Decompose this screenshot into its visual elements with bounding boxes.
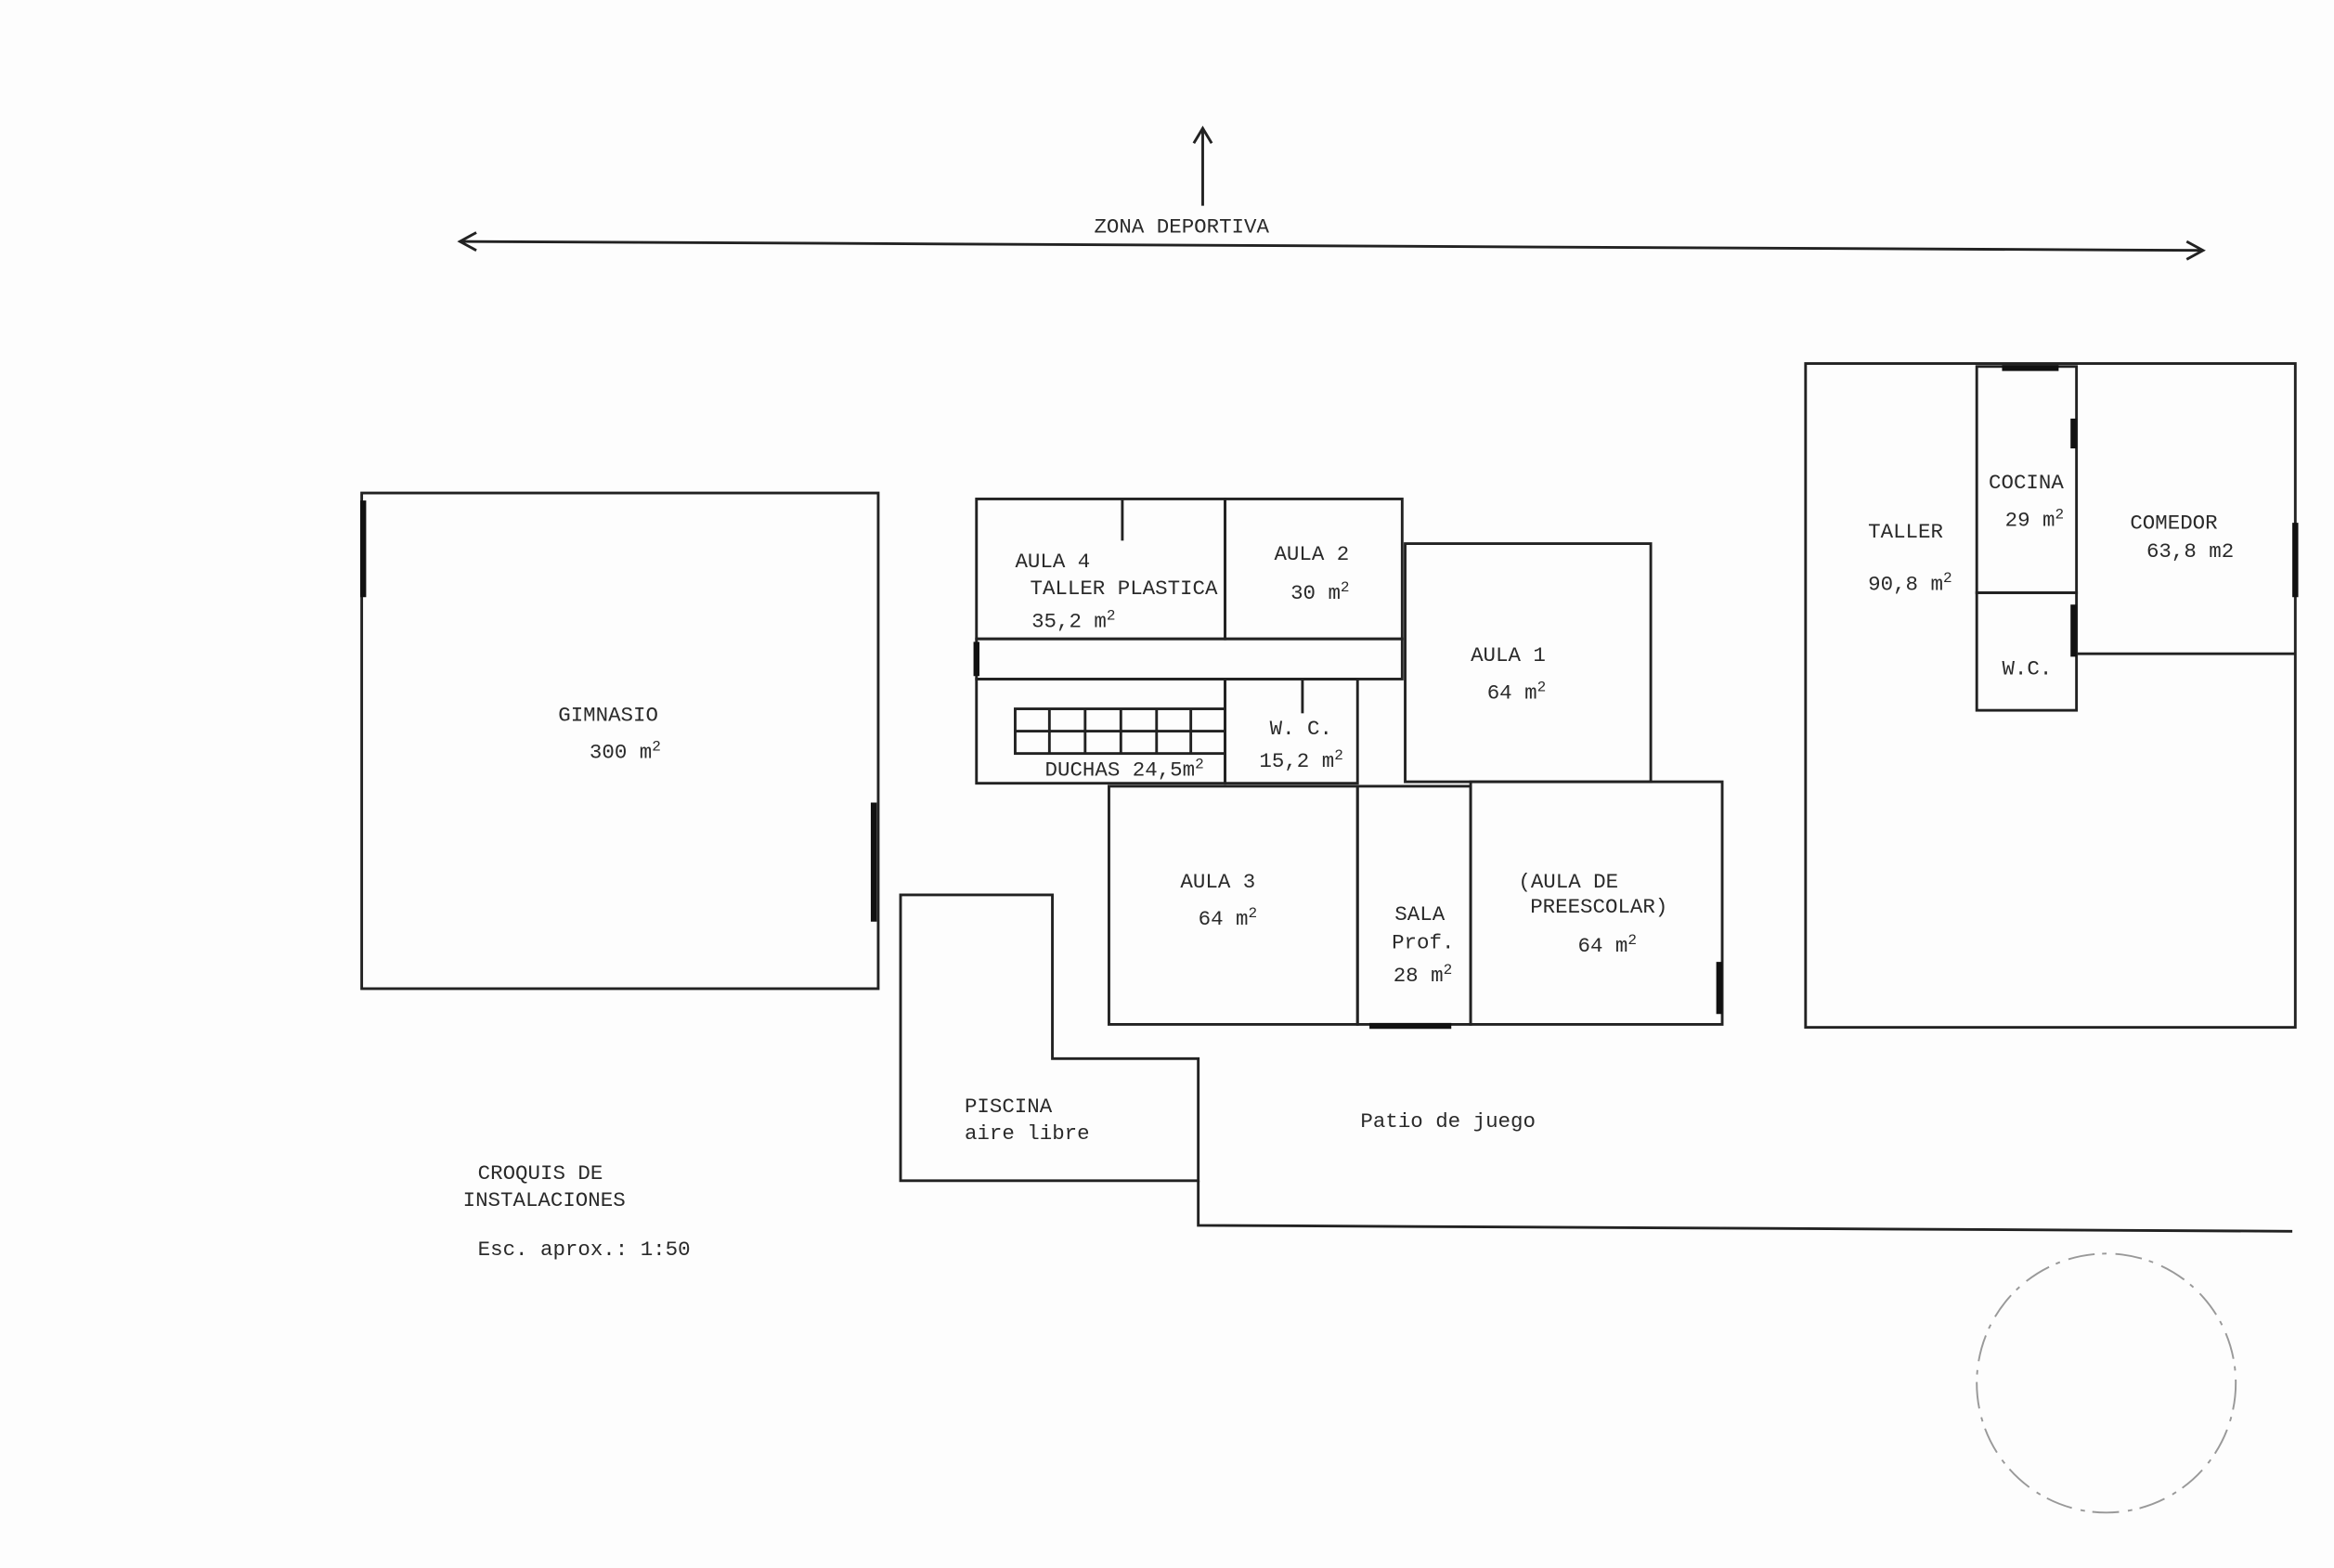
- aula-1-area: 64 m: [1487, 680, 1537, 705]
- svg-text:64 m2: 64 m2: [1199, 905, 1257, 931]
- wc-area: 15,2 m: [1259, 749, 1334, 773]
- preescolar-area: 64 m: [1578, 934, 1628, 958]
- corridor: [975, 637, 1404, 680]
- svg-text:28 m2: 28 m2: [1394, 962, 1452, 988]
- svg-text:35,2 m2: 35,2 m2: [1031, 607, 1115, 633]
- sala-sub: Prof.: [1392, 931, 1454, 955]
- comedor-area: 63,8 m2: [2146, 539, 2234, 564]
- preescolar-name: (AULA DE: [1518, 870, 1618, 894]
- taller-name: TALLER: [1868, 520, 1943, 544]
- patio-boundary: [1197, 1180, 2293, 1233]
- svg-text:30 m2: 30 m2: [1290, 579, 1349, 605]
- piscina-sub: aire libre: [965, 1121, 1090, 1146]
- plan-scale: Esc. aprox.: 1:50: [478, 1238, 691, 1262]
- svg-text:DUCHAS 24,5m2: DUCHAS 24,5m2: [1045, 757, 1204, 783]
- comedor-name: COMEDOR: [2130, 512, 2217, 536]
- wc-2-name: W.C.: [2002, 657, 2052, 681]
- aula-2-name: AULA 2: [1274, 542, 1349, 566]
- room-aula-3: [1108, 784, 1359, 1026]
- preescolar-sub: PREESCOLAR): [1530, 895, 1667, 919]
- room-wc: [1224, 678, 1359, 785]
- aula-4-sub: TALLER PLASTICA: [1030, 577, 1218, 601]
- patio-label: Patio de juego: [1360, 1109, 1536, 1134]
- north-arrow-icon: [1192, 125, 1213, 206]
- svg-text:300 m2: 300 m2: [590, 738, 661, 764]
- svg-text:29 m2: 29 m2: [2005, 506, 2064, 532]
- taller-area: 90,8 m: [1868, 572, 1943, 596]
- wc-name: W. C.: [1270, 717, 1332, 741]
- cocina-name: COCINA: [1989, 471, 2064, 495]
- aula-4-name: AULA 4: [1015, 550, 1090, 574]
- duchas-label: DUCHAS 24,5m: [1045, 758, 1196, 783]
- room-gimnasio: [360, 491, 880, 991]
- piscina-name: PISCINA: [965, 1095, 1053, 1119]
- shower-grid: [1014, 707, 1226, 756]
- zona-deportiva-arrow-icon: [457, 231, 2206, 261]
- room-wc-2: [1975, 591, 2079, 712]
- svg-text:64 m2: 64 m2: [1578, 932, 1637, 958]
- svg-text:90,8 m2: 90,8 m2: [1868, 570, 1951, 596]
- sala-area: 28 m: [1394, 964, 1444, 988]
- plan-title-2: INSTALACIONES: [463, 1188, 626, 1212]
- room-taller: [1804, 362, 2297, 1030]
- room-preescolar: [1469, 780, 1724, 1026]
- gimnasio-area: 300 m: [590, 740, 652, 764]
- svg-text:15,2 m2: 15,2 m2: [1259, 747, 1342, 773]
- aula-1-name: AULA 1: [1471, 643, 1546, 667]
- zona-deportiva-label: ZONA DEPORTIVA: [1094, 214, 1269, 239]
- official-stamp: [1976, 1252, 2237, 1514]
- piscina-outline: [899, 893, 1200, 1183]
- plan-title: CROQUIS DE: [478, 1161, 603, 1186]
- aula-3-name: AULA 3: [1180, 870, 1255, 894]
- room-aula-2: [1224, 498, 1404, 641]
- aula-3-area: 64 m: [1199, 907, 1249, 931]
- aula-2-area: 30 m: [1290, 581, 1341, 605]
- aula-4-area: 35,2 m: [1031, 609, 1107, 633]
- gimnasio-name: GIMNASIO: [558, 703, 658, 727]
- svg-text:64 m2: 64 m2: [1487, 679, 1546, 705]
- sala-name: SALA: [1394, 902, 1445, 927]
- cocina-area: 29 m: [2005, 508, 2055, 532]
